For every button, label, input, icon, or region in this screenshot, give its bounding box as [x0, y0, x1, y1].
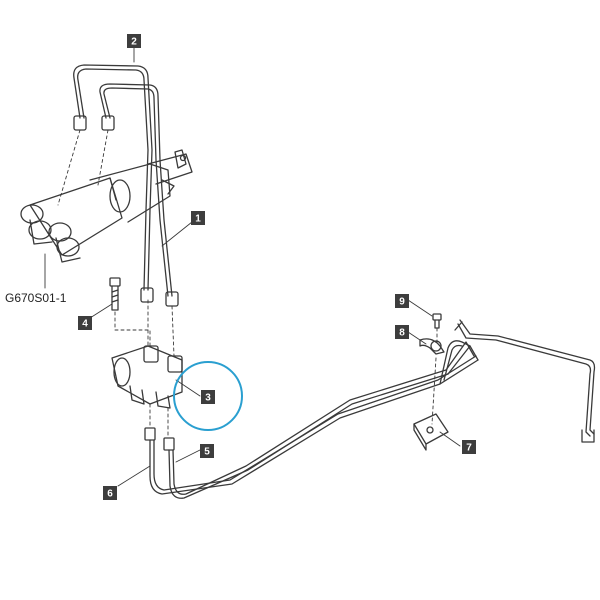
callout-6-label: 6 — [107, 489, 113, 500]
assembly-guides — [57, 129, 438, 439]
callout-9-label: 9 — [399, 297, 405, 308]
master-cylinder-assembly — [20, 149, 193, 263]
clamp-screw — [432, 313, 442, 329]
leader-lines — [44, 47, 461, 487]
callout-1-label: 1 — [195, 214, 201, 225]
lower-brake-pipes — [144, 355, 479, 499]
callout-4[interactable]: 4 — [78, 316, 92, 330]
callout-6[interactable]: 6 — [103, 486, 117, 500]
callout-5[interactable]: 5 — [200, 444, 214, 458]
callout-2[interactable]: 2 — [127, 34, 141, 48]
callout-7-label: 7 — [466, 443, 472, 454]
callout-4-label: 4 — [82, 319, 88, 330]
drawing-ref-label: G670S01-1 — [5, 291, 67, 305]
bolt — [109, 277, 121, 311]
pipe-clamp — [419, 338, 445, 355]
rear-brake-pipes — [439, 319, 596, 443]
bracket — [413, 413, 449, 451]
callout-1[interactable]: 1 — [191, 211, 205, 225]
highlight-circle — [173, 361, 243, 431]
callout-9[interactable]: 9 — [395, 294, 409, 308]
callout-3[interactable]: 3 — [201, 390, 215, 404]
distributor-block — [111, 345, 183, 409]
callout-8[interactable]: 8 — [395, 325, 409, 339]
callout-2-label: 2 — [131, 37, 137, 48]
callout-5-label: 5 — [204, 447, 210, 458]
callout-8-label: 8 — [399, 328, 405, 339]
callout-3-label: 3 — [205, 393, 211, 404]
callout-7[interactable]: 7 — [462, 440, 476, 454]
